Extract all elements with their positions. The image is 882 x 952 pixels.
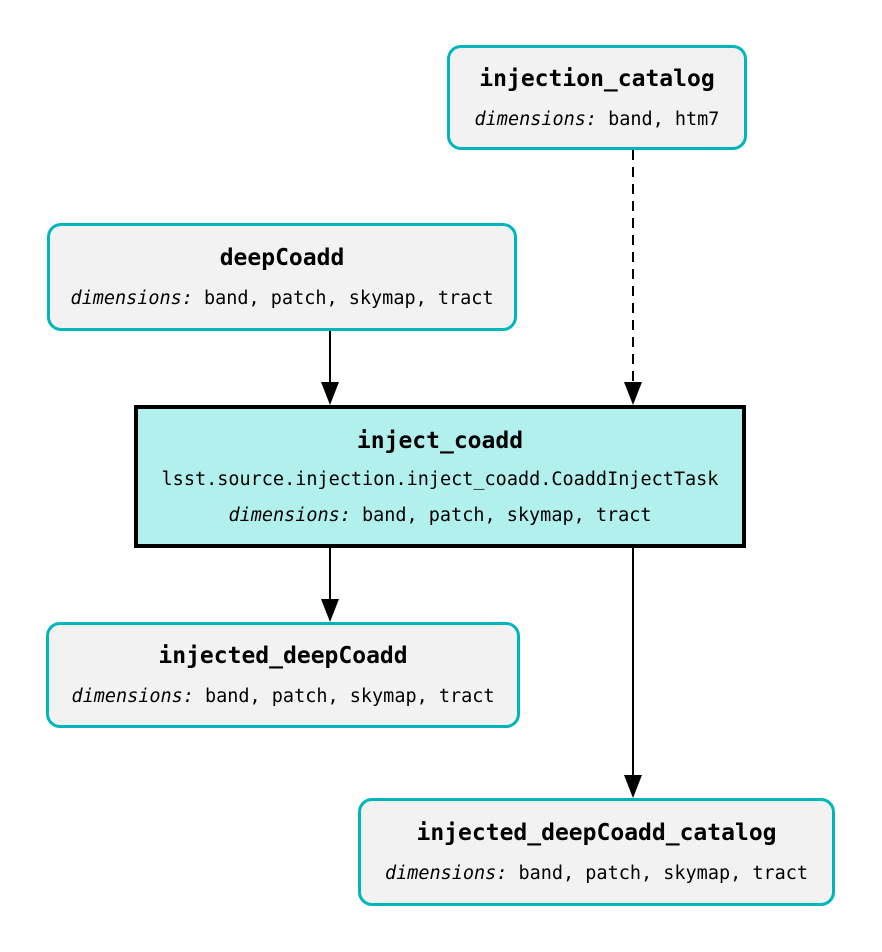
task-class: lsst.source.injection.inject_coadd.Coadd… [161, 468, 719, 490]
arrowhead-icon [624, 382, 642, 405]
node-deepCoadd: deepCoadd dimensions: band, patch, skymap… [47, 223, 517, 331]
edge-inject-coadd-to-injected-deepCoadd-catalog [624, 548, 642, 798]
dimensions-values: band, patch, skymap, tract [361, 504, 652, 526]
node-dimensions: dimensions: band, patch, skymap, tract [385, 863, 808, 884]
edge-inject-coadd-to-injected-deepCoadd [321, 548, 339, 622]
dimensions-label: dimensions: [71, 686, 194, 707]
node-dimensions: dimensions: band, patch, skymap, tract [70, 288, 493, 309]
node-dimensions: dimensions: band, patch, skymap, tract [71, 686, 494, 707]
dimensions-values: band, patch, skymap, tract [204, 686, 495, 707]
arrowhead-icon [624, 775, 642, 798]
arrowhead-icon [321, 382, 339, 405]
node-inject-coadd: inject_coadd lsst.source.injection.injec… [134, 405, 746, 548]
node-dimensions: dimensions: band, htm7 [475, 109, 720, 130]
dimensions-label: dimensions: [474, 108, 598, 130]
dimensions-label: dimensions: [228, 504, 351, 526]
node-injected-deepCoadd-catalog: injected_deepCoadd_catalog dimensions: ba… [358, 798, 835, 906]
dimensions-values: band, patch, skymap, tract [203, 288, 494, 309]
node-title: injected_deepCoadd [158, 643, 408, 669]
dimensions-label: dimensions: [70, 288, 193, 309]
arrowhead-icon [321, 599, 339, 622]
node-title: injected_deepCoadd_catalog [416, 820, 777, 846]
dimensions-label: dimensions: [384, 863, 508, 884]
edge-injection-catalog-to-inject-coadd [624, 150, 642, 405]
dimensions-values: band, htm7 [608, 108, 720, 130]
edge-deepCoadd-to-inject-coadd [321, 331, 339, 405]
node-title: inject_coadd [356, 427, 524, 454]
node-title: injection_catalog [479, 65, 715, 92]
node-injection-catalog: injection_catalog dimensions: band, htm7 [447, 45, 747, 150]
node-dimensions: dimensions: band, patch, skymap, tract [228, 505, 651, 526]
node-injected-deepCoadd: injected_deepCoadd dimensions: band, patc… [46, 622, 520, 728]
node-title: deepCoadd [219, 245, 345, 271]
dimensions-values: band, patch, skymap, tract [518, 863, 809, 884]
